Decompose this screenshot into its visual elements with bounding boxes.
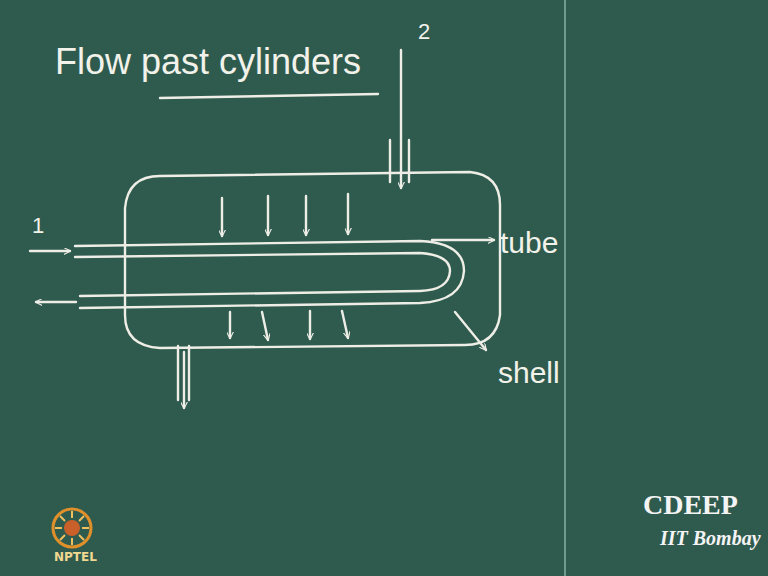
- stream-number: 2: [418, 20, 430, 44]
- cross-flow-arrow: [305, 196, 307, 235]
- shell-leader: [455, 312, 486, 350]
- tube-inlet-arrow: [30, 250, 70, 252]
- cross-flow-arrow: [221, 198, 223, 236]
- shell-inlet-arrow: [400, 50, 402, 188]
- tube-outlet-arrow: [36, 301, 76, 303]
- cross-flow-arrow: [347, 194, 349, 234]
- cross-flow-arrow: [229, 312, 231, 338]
- cross-flow-arrow: [309, 311, 311, 339]
- part-label: shell: [498, 356, 560, 389]
- logo-spokes: [55, 511, 89, 545]
- watermark: CDEEP: [643, 490, 738, 521]
- nptel-logo: [53, 509, 91, 547]
- watermark: IIT Bombay: [660, 527, 761, 549]
- logo-ring: [53, 509, 91, 547]
- outlet-nozzle: [188, 346, 190, 400]
- u-tube-wall: [75, 241, 464, 308]
- tube-leader: [432, 239, 494, 241]
- title-underline: [160, 94, 378, 98]
- u-tube-wall: [75, 253, 450, 296]
- part-label: tube: [500, 226, 558, 259]
- shell-outlet-arrow: [183, 352, 185, 408]
- cross-flow-arrow: [342, 311, 348, 338]
- inlet-nozzle: [389, 140, 391, 182]
- board-title: Flow past cylinders: [55, 42, 361, 82]
- logo-text: NPTEL: [54, 551, 97, 564]
- inlet-nozzle: [408, 140, 410, 182]
- cross-flow-arrow: [267, 196, 269, 235]
- logo-core: [64, 520, 80, 536]
- board-divider: [564, 0, 566, 576]
- stream-number: 1: [32, 214, 44, 238]
- cross-flow-arrow: [262, 312, 268, 340]
- outlet-nozzle: [177, 346, 179, 400]
